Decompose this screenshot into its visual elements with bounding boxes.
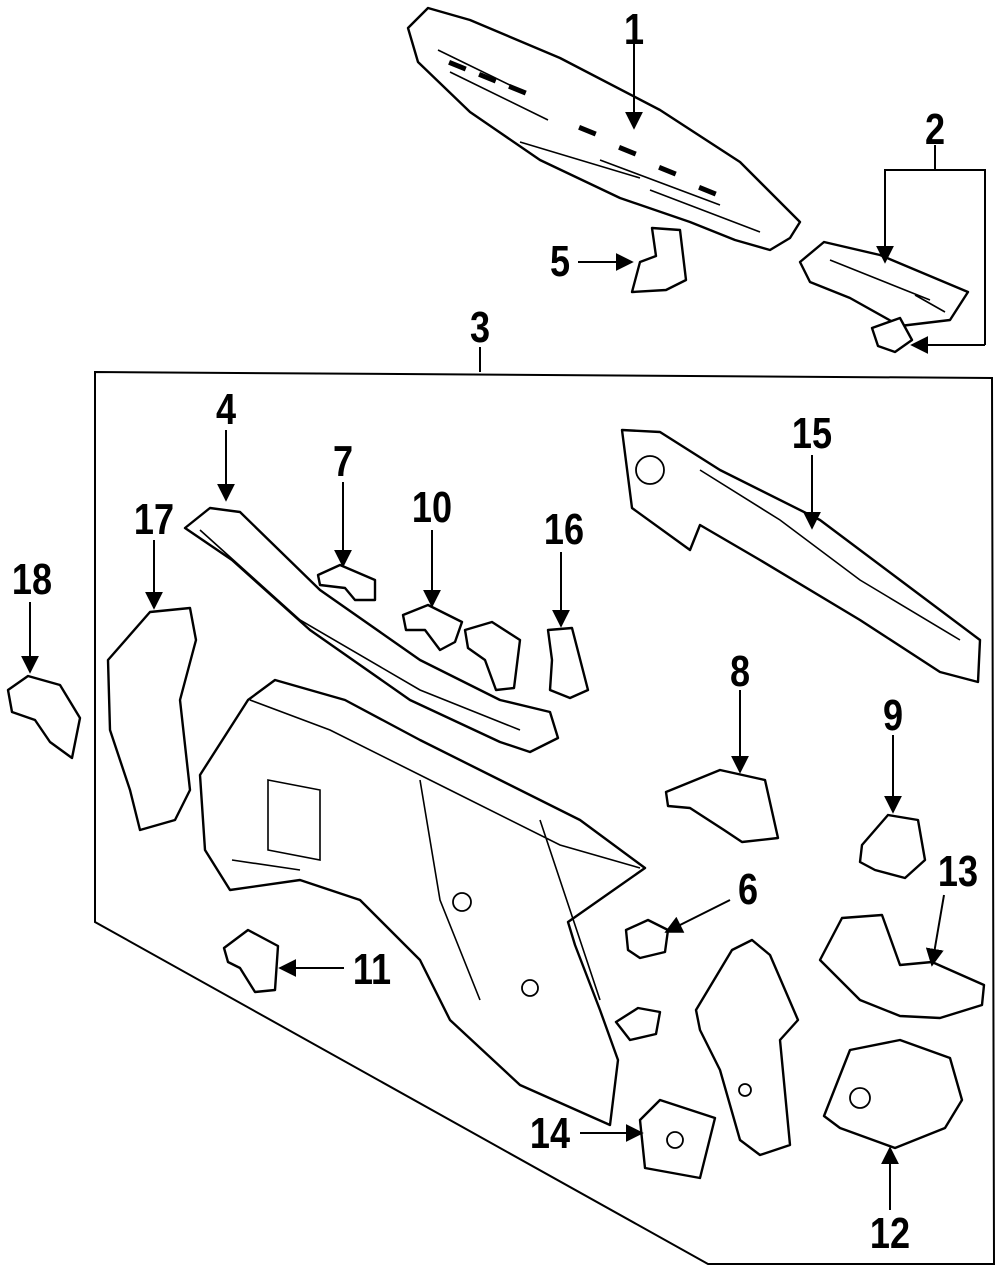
callout-10: 10 [411,483,453,532]
callout-12: 12 [869,1209,911,1258]
callout-3: 3 [469,303,491,352]
part-17-side-panel [106,606,198,832]
callout-5: 5 [549,237,571,286]
part-11-bracket [222,928,280,994]
part-12-mount [822,1038,964,1150]
callout-11: 11 [352,945,392,994]
callout-8: 8 [729,647,751,696]
part-9-bracket [858,813,927,880]
callout-7: 7 [332,437,354,486]
assembly-frame [94,370,996,1265]
callout-1: 1 [623,5,645,54]
callout-2: 2 [924,105,946,154]
part-4-cowl-inner [183,506,560,754]
part-side-reinforcement [694,938,800,1157]
callout-14: 14 [529,1109,571,1158]
part-15-cross-member [620,428,982,684]
part-3-dash-panel [198,678,647,1127]
callout-4: 4 [215,385,237,434]
callout-6: 6 [737,865,759,914]
part-1-cowl-panel [406,6,802,252]
part-16-bracket [546,626,590,700]
callout-9: 9 [882,691,904,740]
leader-lines [21,42,986,1210]
part-5-bracket [630,226,688,294]
part-18-bracket [6,674,82,760]
part-2-side-panel [798,240,970,354]
callout-18: 18 [11,555,53,604]
part-6-blocks [614,918,670,1042]
part-13-support [818,913,986,1020]
callout-15: 15 [791,409,833,458]
callout-13: 13 [937,847,979,896]
part-8-bracket [664,768,780,844]
callout-17: 17 [133,495,175,544]
part-14-plate [638,1098,717,1180]
callout-16: 16 [543,505,585,554]
part-10-clips [401,603,522,692]
